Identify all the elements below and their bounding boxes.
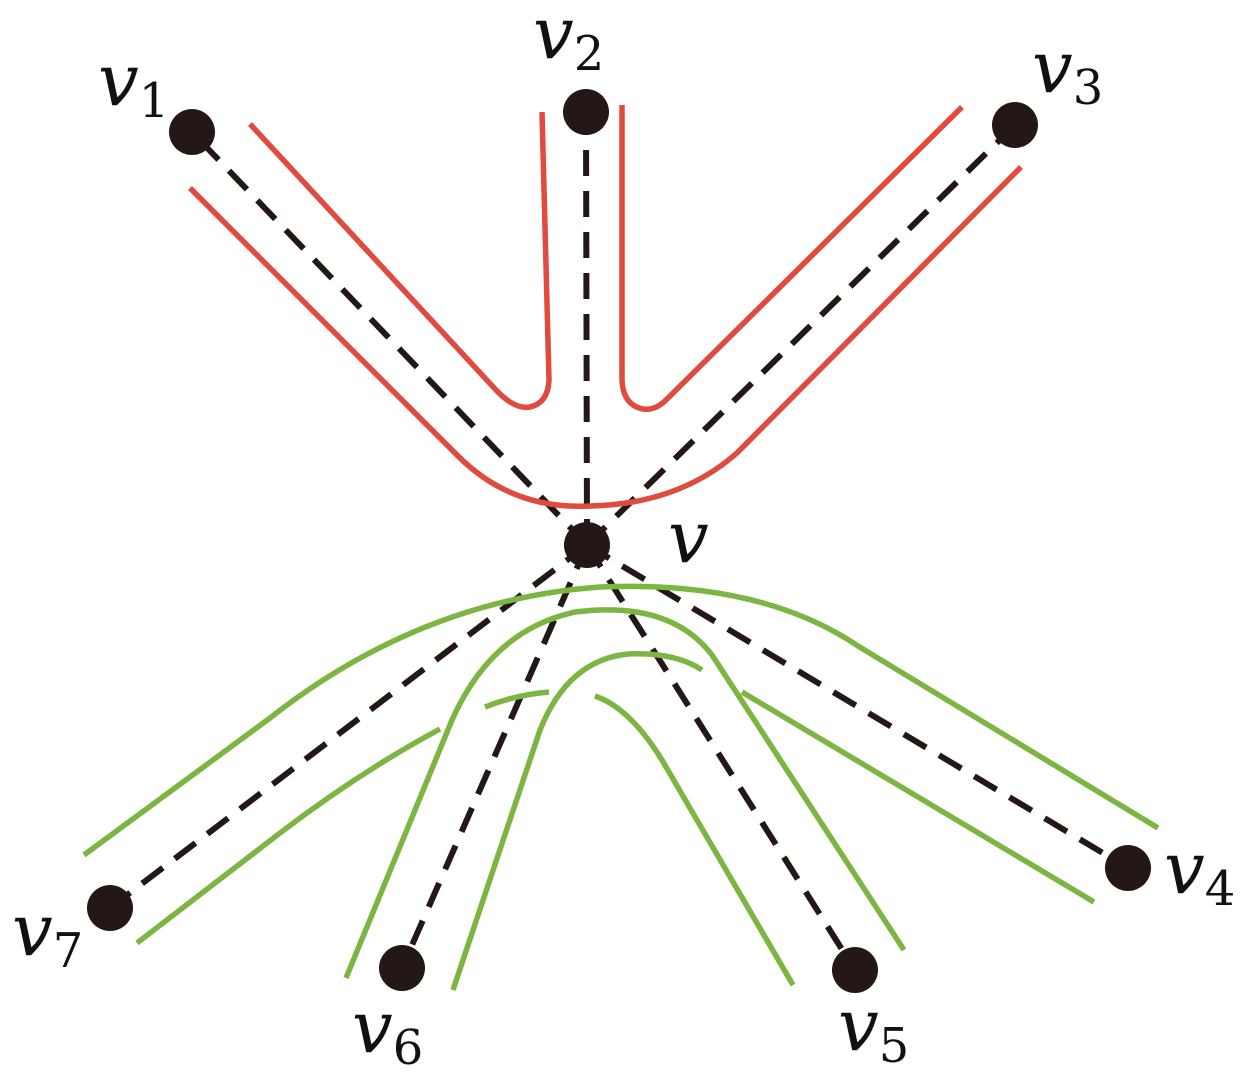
- edge-v-v7: [108, 542, 589, 911]
- vertex-v: [564, 522, 610, 568]
- green-inner-left-path: [135, 726, 442, 946]
- red-outer-path: [188, 165, 1023, 510]
- vertex-v4: [1105, 845, 1151, 891]
- vertex-v1: [169, 109, 215, 155]
- labels: v v1 v2 v3 v4 v5 v6 v7: [12, 0, 1235, 1076]
- label-v2: v2: [533, 0, 604, 82]
- label-v6: v6: [352, 985, 423, 1076]
- vertex-v3: [992, 102, 1038, 148]
- vertex-v7: [87, 885, 133, 931]
- edge-v-v6: [399, 543, 590, 970]
- vertex-v2: [563, 89, 609, 135]
- label-v3: v3: [1032, 25, 1103, 116]
- edge-v-v2: [583, 111, 590, 546]
- upper-paths: [188, 105, 1023, 510]
- edge-v-v1: [189, 129, 590, 548]
- edge-v-v3: [584, 122, 1018, 548]
- label-v1: v1: [98, 38, 169, 129]
- green-inner-right-path: [740, 689, 1096, 905]
- vertex-v6: [379, 945, 425, 991]
- green-v6-v5-outer-path: [343, 607, 907, 980]
- vertex-v5: [832, 947, 878, 993]
- green-outer-path: [82, 583, 1160, 858]
- red-left-path: [247, 111, 552, 411]
- label-v5: v5: [838, 983, 909, 1074]
- vertices: [87, 89, 1151, 993]
- green-crossing-short-path: [483, 689, 550, 710]
- edge-v-v5: [584, 543, 858, 972]
- lower-paths: [82, 583, 1160, 991]
- red-right-path: [619, 105, 964, 413]
- label-v4: v4: [1164, 826, 1235, 917]
- label-v: v: [668, 495, 709, 579]
- edge-v-v4: [585, 542, 1130, 871]
- green-v6-v5-inner-path: [450, 651, 704, 991]
- green-v5-inner-path: [594, 693, 796, 987]
- label-v7: v7: [12, 888, 83, 979]
- edges: [108, 111, 1130, 972]
